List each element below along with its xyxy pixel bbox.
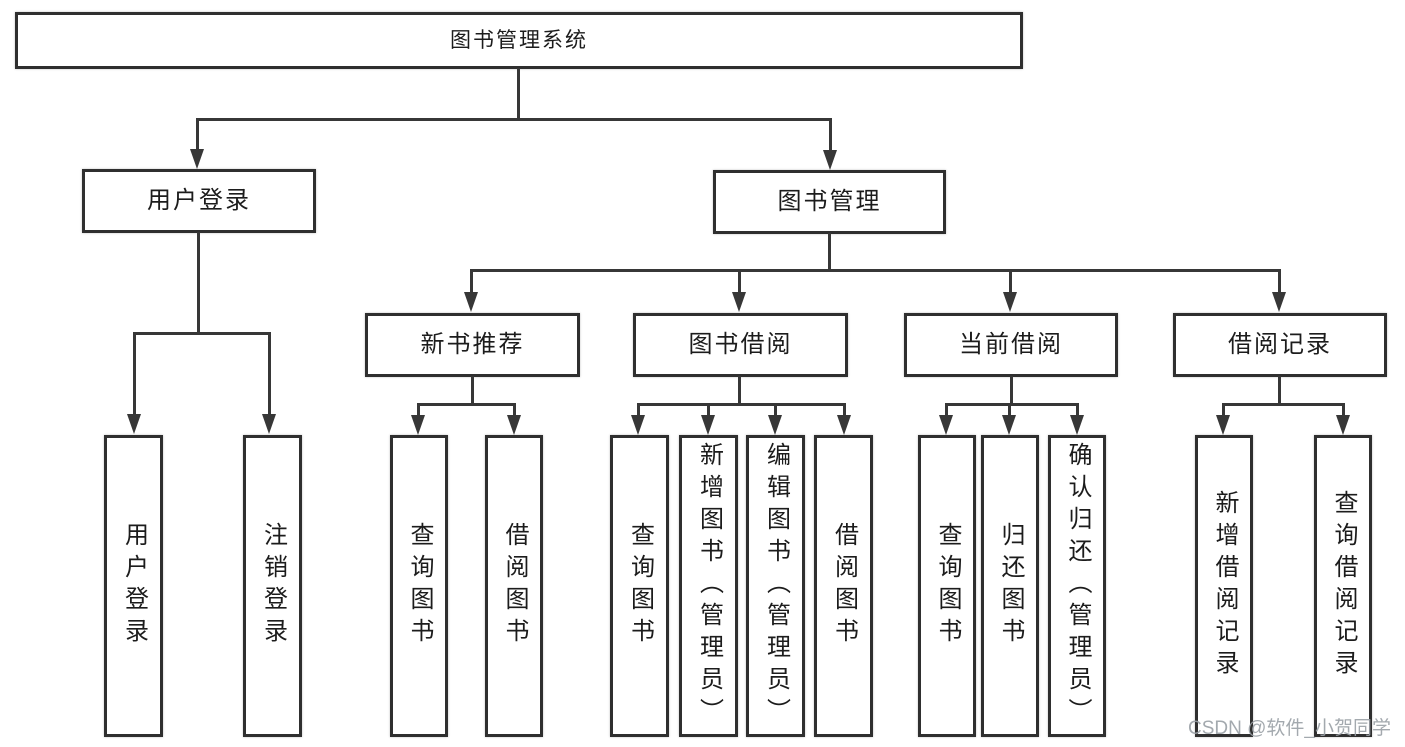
connector-line-vertical [268,332,271,416]
connector-arrowhead [1216,415,1230,435]
connector-line-horizontal [196,118,832,121]
leaf-query-books-borrowing: 查询图书 [610,435,669,737]
connector-line-vertical [1278,269,1281,295]
connector-line-horizontal [1222,403,1345,406]
node-label: 归还图书 [997,522,1024,650]
connector-line-vertical [133,332,136,416]
node-label: 当前借阅 [959,331,1063,358]
connector-arrowhead [190,149,204,169]
node-label: 用户登录 [120,522,148,650]
node-label: 新增借阅记录 [1211,490,1238,682]
node-label: 借阅记录 [1228,331,1332,358]
leaf-user-login: 用户登录 [104,435,163,737]
leaf-query-books-current: 查询图书 [918,435,976,737]
connector-line-horizontal [637,403,846,406]
connector-arrowhead [939,415,953,435]
node-new-book-recommend: 新书推荐 [365,313,580,377]
connector-line-vertical [471,376,474,406]
connector-arrowhead [701,415,715,435]
node-label: 图书借阅 [688,331,793,358]
node-label: 借阅图书 [830,522,858,650]
node-label: 编辑图书（管理员） [762,442,790,730]
node-label: 新书推荐 [420,331,525,358]
connector-arrowhead [411,415,425,435]
leaf-return-books: 归还图书 [981,435,1039,737]
node-borrowing-records: 借阅记录 [1173,313,1387,377]
connector-line-vertical [738,269,741,295]
node-label: 图书管理系统 [450,29,588,52]
leaf-borrow-books-recommend: 借阅图书 [485,435,543,737]
node-book-borrowing: 图书借阅 [633,313,848,377]
leaf-add-borrow-record: 新增借阅记录 [1195,435,1253,737]
leaf-edit-book-admin: 编辑图书（管理员） [746,435,805,737]
connector-arrowhead [732,292,746,312]
connector-arrowhead [1272,292,1286,312]
connector-line-vertical [1009,269,1012,295]
connector-line-vertical [828,233,831,272]
node-label: 查询图书 [626,522,654,650]
connector-arrowhead [464,292,478,312]
node-label: 借阅图书 [501,522,528,650]
connector-arrowhead [507,415,521,435]
connector-line-vertical [1278,376,1281,406]
node-label: 新增图书（管理员） [695,442,723,730]
connector-arrowhead [127,414,141,434]
leaf-query-borrow-record: 查询借阅记录 [1314,435,1372,737]
connector-line-vertical [843,403,846,417]
connector-line-horizontal [470,269,1281,272]
node-current-borrowing: 当前借阅 [904,313,1118,377]
connector-line-vertical [945,403,948,417]
connector-line-vertical [513,403,516,417]
leaf-add-book-admin: 新增图书（管理员） [679,435,738,737]
node-label: 查询图书 [406,522,433,650]
connector-line-vertical [829,118,832,152]
node-label: 用户登录 [147,187,251,214]
connector-arrowhead [823,150,837,170]
node-label: 注销登录 [259,522,287,650]
connector-arrowhead [768,415,782,435]
connector-line-vertical [1010,376,1013,406]
connector-line-vertical [1008,403,1011,417]
connector-line-horizontal [945,403,1079,406]
connector-arrowhead [262,414,276,434]
node-book-management: 图书管理 [713,170,946,234]
connector-arrowhead [837,415,851,435]
leaf-confirm-return-admin: 确认归还（管理员） [1048,435,1106,737]
connector-line-vertical [470,269,473,295]
connector-line-vertical [1222,403,1225,417]
connector-arrowhead [1336,415,1350,435]
watermark: CSDN @软件_小贺同学 [1188,718,1391,739]
connector-line-vertical [517,68,520,121]
node-label: 查询图书 [934,522,961,650]
connector-arrowhead [631,415,645,435]
connector-line-vertical [417,403,420,417]
leaf-query-books-recommend: 查询图书 [390,435,448,737]
connector-line-vertical [197,232,200,335]
connector-arrowhead [1003,292,1017,312]
connector-line-vertical [774,403,777,417]
node-user-login-group: 用户登录 [82,169,316,233]
connector-line-vertical [1076,403,1079,417]
connector-line-vertical [196,118,199,152]
connector-line-vertical [738,376,741,406]
connector-line-vertical [707,403,710,417]
node-label: 查询借阅记录 [1330,490,1357,682]
connector-line-vertical [637,403,640,417]
connector-arrowhead [1070,415,1084,435]
node-label: 确认归还（管理员） [1064,442,1091,730]
connector-line-horizontal [417,403,516,406]
node-label: 图书管理 [777,188,882,215]
connector-line-horizontal [133,332,271,335]
leaf-logout: 注销登录 [243,435,302,737]
node-library-management-system: 图书管理系统 [15,12,1023,69]
connector-line-vertical [1342,403,1345,417]
connector-arrowhead [1002,415,1016,435]
leaf-borrow-books-borrowing: 借阅图书 [814,435,873,737]
